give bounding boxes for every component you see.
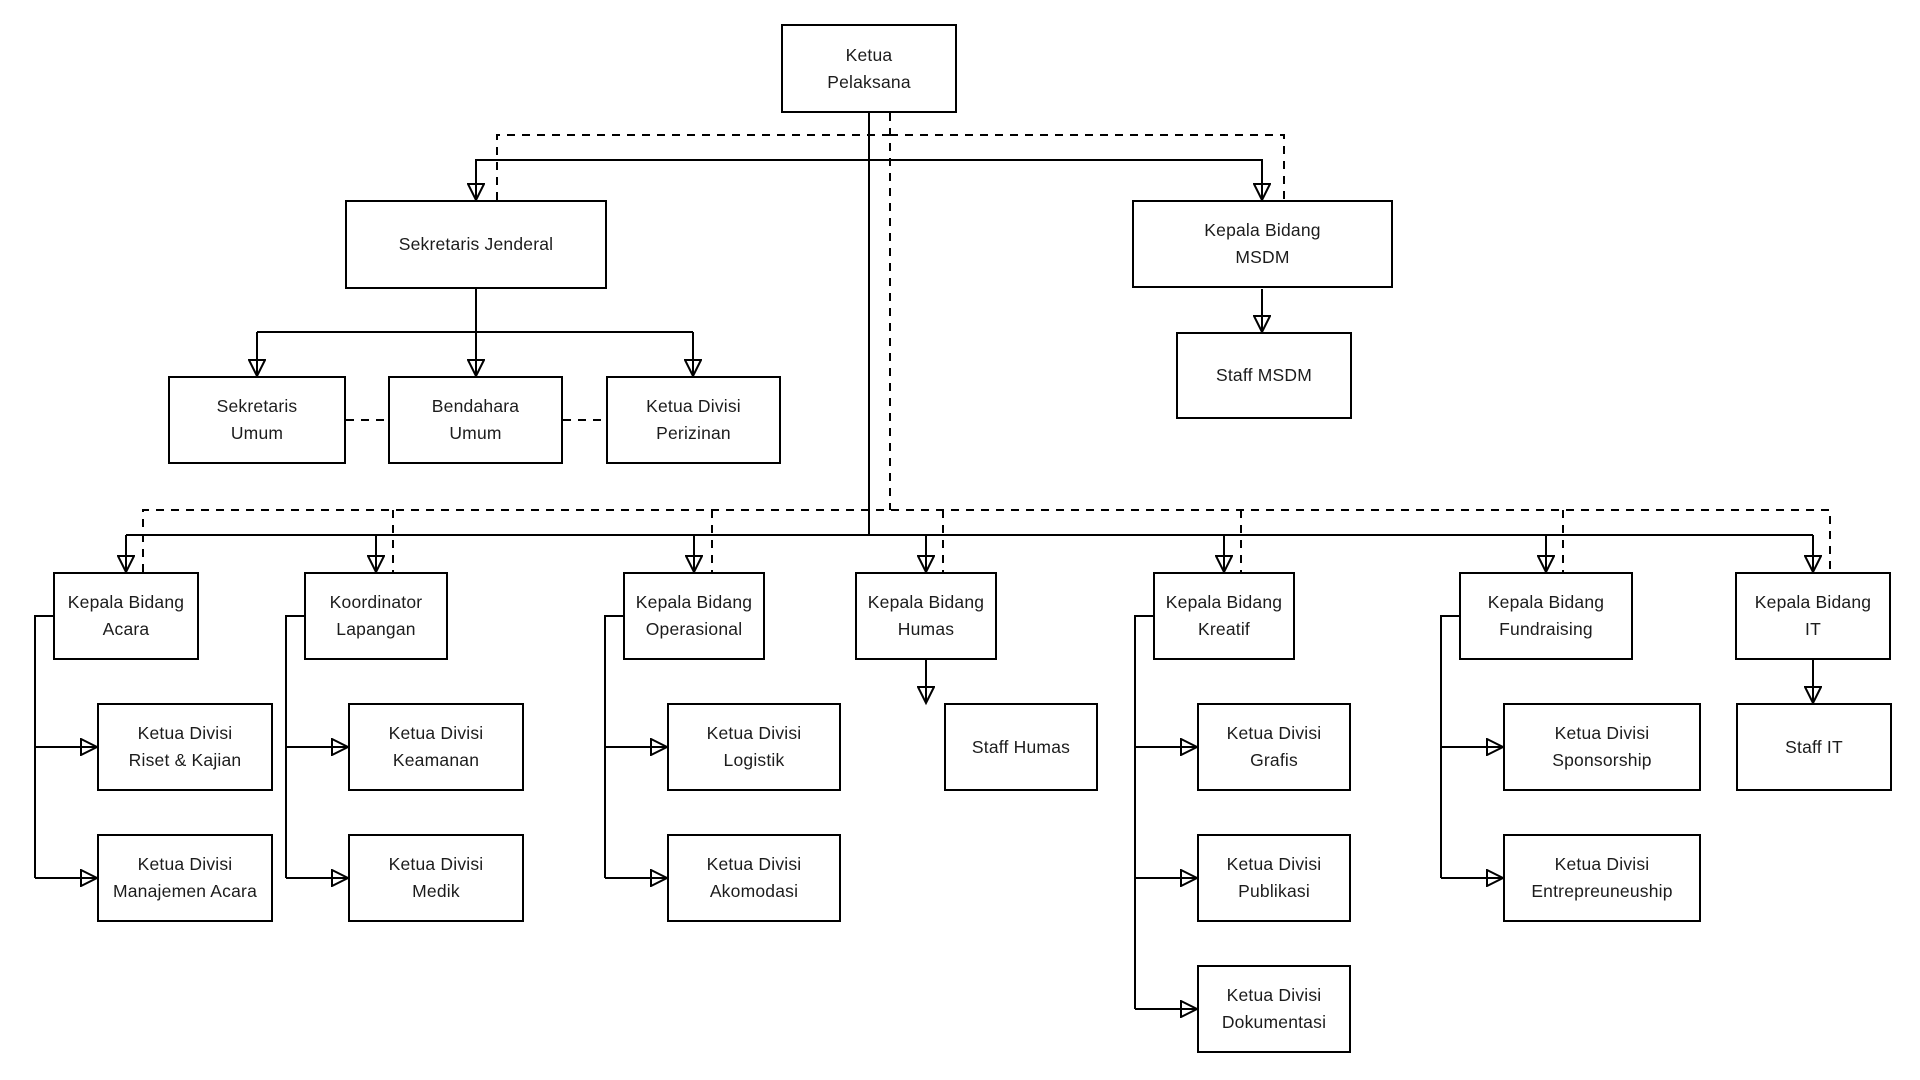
org-node-staff-msdm: Staff MSDM xyxy=(1176,332,1352,419)
org-node-label: Kepala Bidang xyxy=(67,592,185,612)
org-node-label: Ketua Divisi xyxy=(706,723,802,743)
org-node-label: Staff Humas xyxy=(971,736,1071,757)
org-node-label: Dokumentasi xyxy=(1221,1012,1327,1032)
org-node-label: Ketua Divisi xyxy=(137,723,233,743)
org-node-label: Ketua Divisi xyxy=(388,723,484,743)
org-node-label: Grafis xyxy=(1250,750,1298,770)
org-node-label: Umum xyxy=(449,423,502,443)
org-node-label: Ketua Divisi xyxy=(1226,985,1322,1005)
solid-connector xyxy=(34,615,53,878)
org-node-label: Humas xyxy=(897,619,955,639)
org-node-label: Sekretaris xyxy=(216,396,298,416)
org-node-label: Akomodasi xyxy=(709,881,799,901)
org-node-label: Ketua Divisi xyxy=(1554,723,1650,743)
org-node-label: Kepala Bidang xyxy=(1204,220,1321,240)
org-node-label: Perizinan xyxy=(656,423,731,443)
org-node-label: Kepala Bidang xyxy=(1487,592,1605,612)
org-node-label: Umum xyxy=(230,423,284,443)
org-node-label: Kepala Bidang xyxy=(635,592,753,612)
org-node-staff-it: Staff IT xyxy=(1736,703,1892,791)
solid-connector xyxy=(285,615,304,878)
org-node-label: Logistik xyxy=(723,750,785,770)
org-node-label: IT xyxy=(1805,619,1821,639)
solid-connector xyxy=(869,159,1262,199)
org-node-label: Staff IT xyxy=(1785,736,1843,757)
org-node-label: Ketua Divisi xyxy=(388,854,484,874)
org-node-label: Bendahara xyxy=(431,396,520,416)
org-node-label: Ketua Divisi xyxy=(706,854,802,874)
org-node-label: Ketua Divisi xyxy=(1554,854,1650,874)
org-node-label: Kepala Bidang xyxy=(867,592,985,612)
org-node-label: Riset & Kajian xyxy=(128,750,242,770)
org-node-label: Entrepreuneuship xyxy=(1531,881,1673,901)
org-node-label: Fundraising xyxy=(1499,619,1593,639)
org-node-label: Koordinator xyxy=(329,592,423,612)
org-node-label: Kepala Bidang xyxy=(1165,592,1283,612)
solid-connector xyxy=(1134,615,1153,1009)
solid-connector xyxy=(604,615,623,878)
edge-group xyxy=(34,113,1831,1009)
org-node-label: Kreatif xyxy=(1198,619,1250,639)
dashed-connector xyxy=(890,134,1285,200)
dashed-connector xyxy=(496,134,890,200)
org-node-label: Ketua Divisi xyxy=(646,396,741,416)
org-node-label: Publikasi xyxy=(1238,881,1310,901)
org-node-label: Sponsorship xyxy=(1552,750,1652,770)
solid-connector xyxy=(476,159,869,199)
org-node-label: Ketua xyxy=(845,44,893,65)
org-node-label: Staff MSDM xyxy=(1215,365,1312,385)
org-node-label: Pelaksana xyxy=(827,71,911,92)
org-node-staff-humas: Staff Humas xyxy=(944,703,1098,791)
org-node-sekretaris-jenderal: Sekretaris Jenderal xyxy=(345,200,607,289)
org-node-label: Kepala Bidang xyxy=(1754,592,1872,612)
org-node-label: Medik xyxy=(412,881,460,901)
org-node-label: Operasional xyxy=(645,619,743,639)
org-node-label: Lapangan xyxy=(336,619,416,639)
solid-connector xyxy=(1440,615,1459,878)
org-node-label: Acara xyxy=(102,619,150,639)
org-node-label: Manajemen Acara xyxy=(112,881,258,901)
org-node-label: Ketua Divisi xyxy=(137,854,233,874)
org-node-label: Keamanan xyxy=(392,750,480,770)
org-node-label: Ketua Divisi xyxy=(1226,854,1322,874)
org-node-label: MSDM xyxy=(1235,247,1290,267)
org-node-label: Ketua Divisi xyxy=(1226,723,1322,743)
org-node-label: Sekretaris Jenderal xyxy=(398,234,554,254)
dashed-connector xyxy=(142,509,1831,572)
